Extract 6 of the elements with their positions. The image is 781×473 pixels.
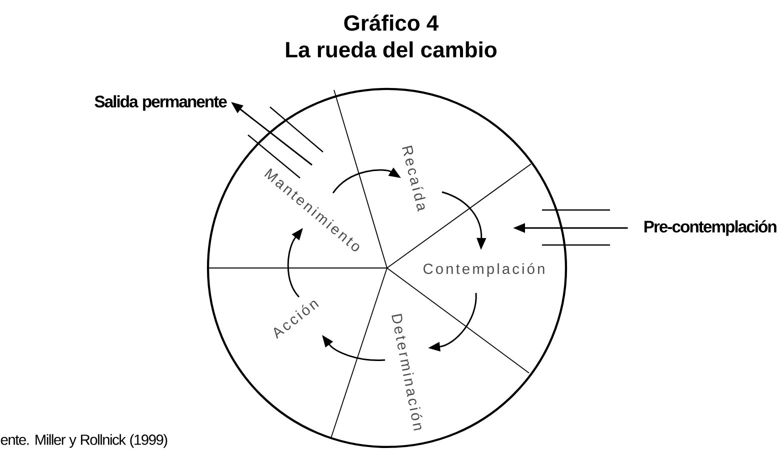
stage-label: Recaída xyxy=(402,146,426,212)
outer-label: Pre-contemplación xyxy=(644,220,776,236)
outer-label: Salida permanente xyxy=(94,95,227,111)
source-note: ente. Miller y Rollnick (1999) xyxy=(0,434,168,448)
stage-label: Contemplación xyxy=(424,263,544,277)
title: Gráfico 4 La rueda del cambio xyxy=(286,14,496,58)
